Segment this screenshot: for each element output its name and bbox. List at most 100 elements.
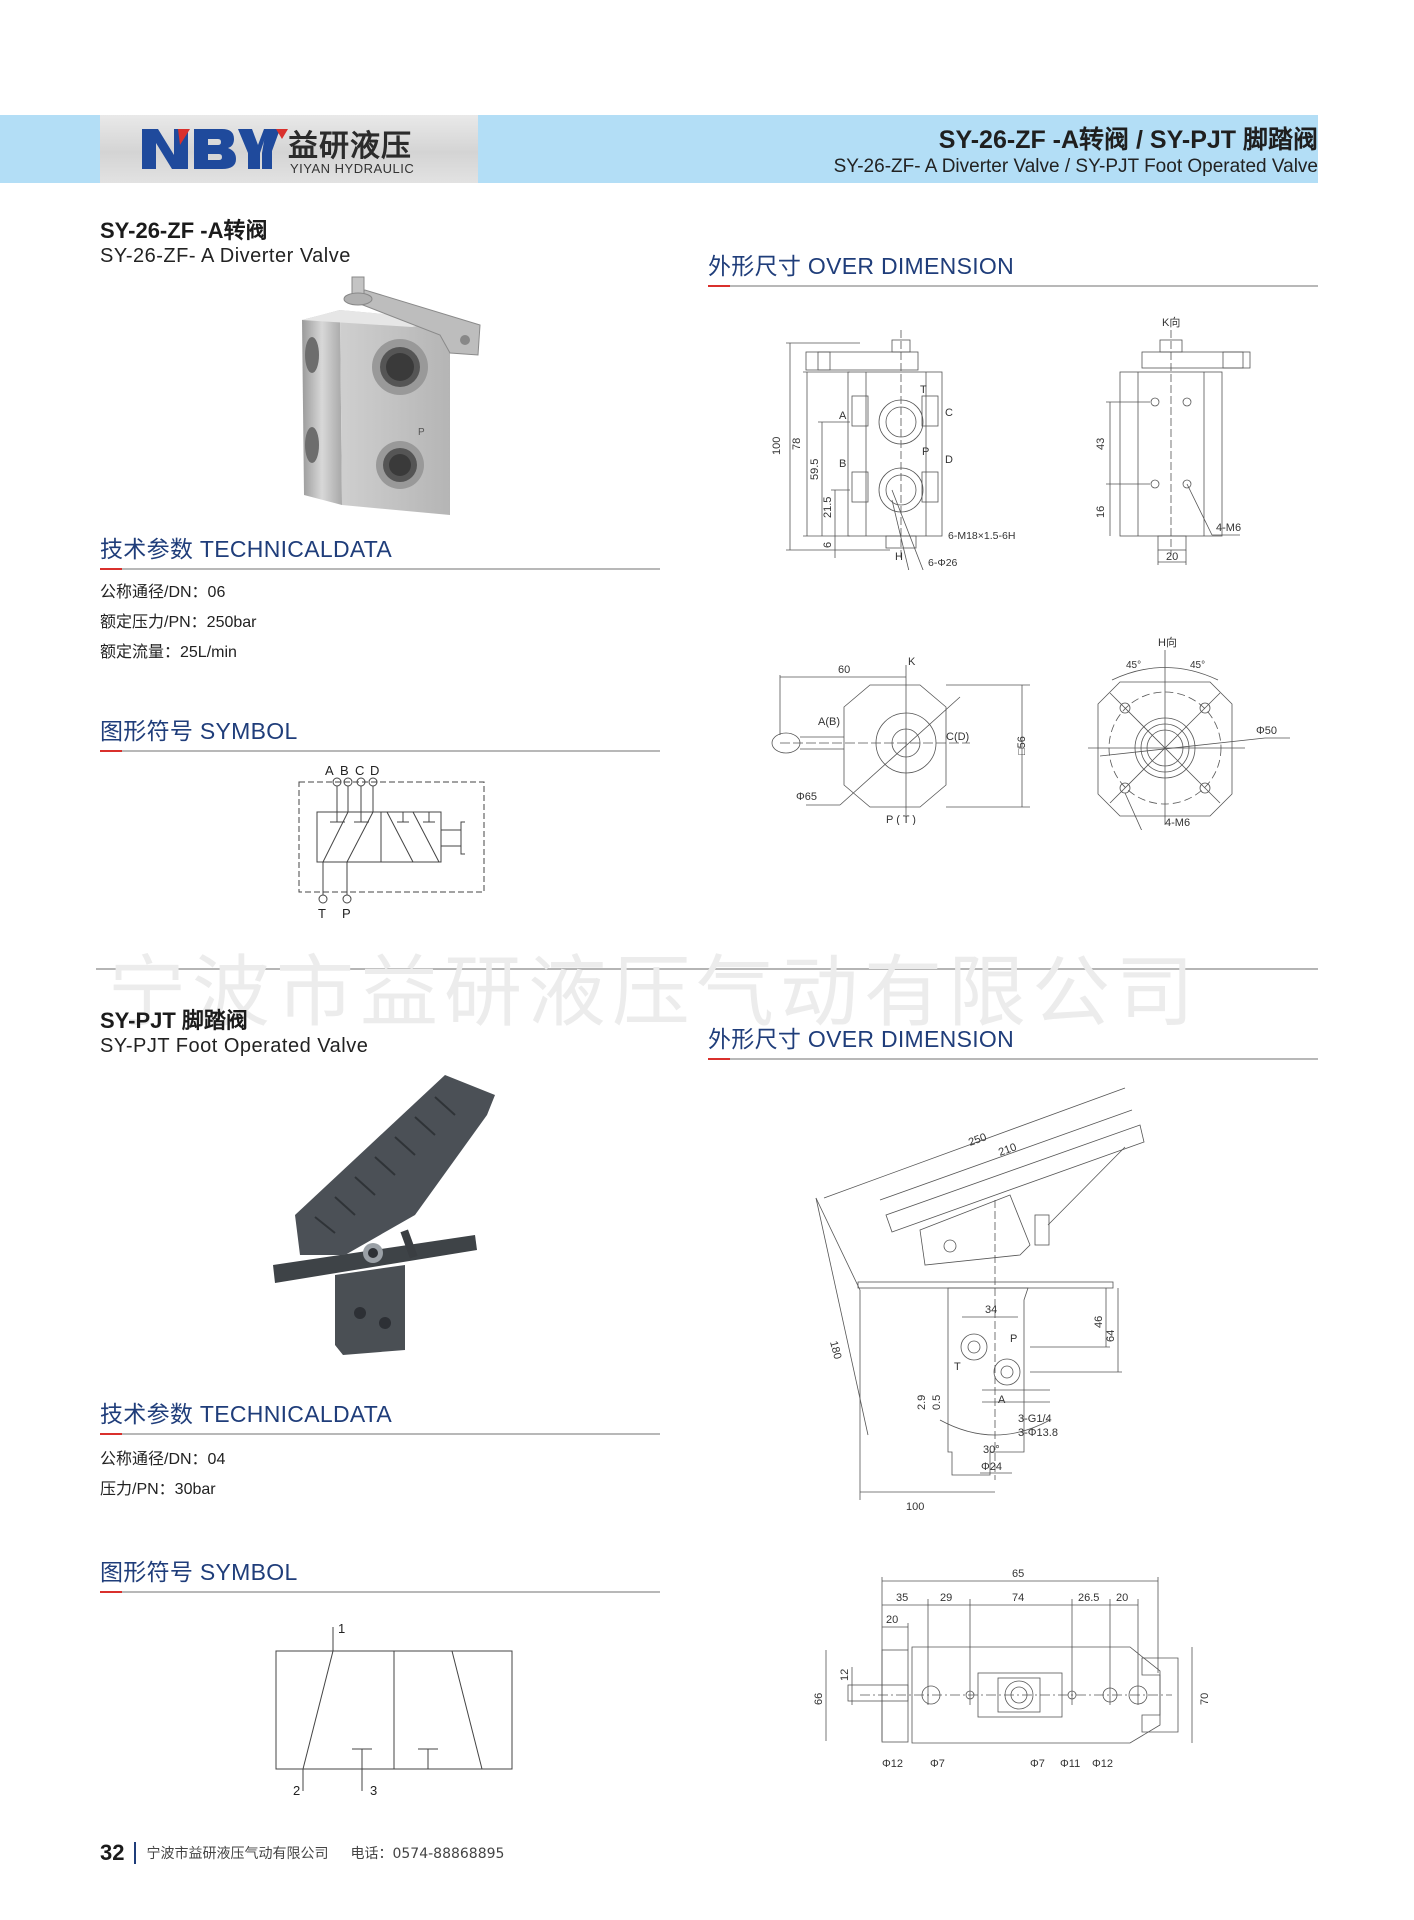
logo-english-name: YIYAN HYDRAULIC [290, 161, 415, 176]
company-logo: 益研液压 YIYAN HYDRAULIC [100, 115, 478, 183]
svg-text:Φ50: Φ50 [1256, 725, 1277, 737]
svg-text:A(B): A(B) [818, 716, 840, 728]
spec-pn: 额定压力/PN：250bar [100, 614, 257, 631]
svg-text:0.5: 0.5 [931, 1395, 943, 1410]
product1-tech-heading: 技术参数 TECHNICALDATA [100, 530, 660, 570]
page-number: 32 [100, 1840, 125, 1865]
svg-text:6-M18×1.5-6H: 6-M18×1.5-6H [948, 530, 1015, 542]
section-label: 技术参数 TECHNICALDATA [100, 536, 393, 562]
svg-text:P: P [1010, 1333, 1017, 1345]
section-rule [708, 285, 1318, 287]
diverter-bottom-view-drawing: H向 45° 45° Φ50 [1088, 635, 1290, 830]
foot-valve-hydraulic-symbol: 1 2 3 [275, 1621, 513, 1795]
svg-text:4-M6: 4-M6 [1216, 522, 1241, 534]
svg-text:Φ12: Φ12 [882, 1758, 903, 1770]
company-watermark: 宁波市益研液压气动有限公司 [108, 948, 1201, 1038]
svg-text:6-Φ26: 6-Φ26 [928, 557, 958, 569]
diverter-front-view-drawing: 100 78 59.5 21.5 6 T A C P B D H 6-M18×1… [771, 330, 1015, 570]
section-label: 图形符号 SYMBOL [100, 1559, 298, 1585]
svg-text:B: B [340, 763, 349, 778]
product1-dimension-heading: 外形尺寸 OVER DIMENSION [708, 247, 1318, 287]
svg-text:H: H [895, 551, 903, 563]
diverter-hydraulic-symbol: A B C D T P [298, 763, 485, 920]
bottom-view-callout: 4-M6 [1165, 817, 1191, 829]
product2-specs: 公称通径/DN：04 压力/PN：30bar [100, 1445, 225, 1505]
svg-text:D: D [370, 763, 379, 778]
svg-text:Φ7: Φ7 [930, 1758, 945, 1770]
product1-symbol-heading: 图形符号 SYMBOL [100, 712, 660, 752]
product2-dimension-heading: 外形尺寸 OVER DIMENSION [708, 1020, 1318, 1060]
footer-company: 宁波市益研液压气动有限公司 [146, 1846, 329, 1862]
spec-dn: 公称通径/DN：04 [100, 1451, 226, 1468]
svg-text:P: P [922, 446, 929, 458]
svg-text:250: 250 [967, 1131, 988, 1149]
svg-text:1: 1 [338, 1621, 345, 1636]
foot-valve-side-drawing: 250 210 180 34 46 64 2.9 0.5 30° Φ24 100… [815, 1087, 1145, 1513]
svg-text:T: T [318, 906, 326, 920]
section-divider [96, 968, 1318, 970]
svg-text:26.5: 26.5 [1078, 1592, 1099, 1604]
section-label: 外形尺寸 OVER DIMENSION [708, 253, 1015, 279]
page-title: SY-26-ZF -A转阀 / SY-PJT 脚踏阀 SY-26-ZF- A D… [834, 120, 1318, 178]
nbyy-logo-mark-icon [142, 129, 288, 169]
svg-text:2.9: 2.9 [916, 1395, 928, 1410]
svg-text:D: D [945, 454, 953, 466]
svg-text:21.5: 21.5 [822, 497, 834, 518]
svg-text:A: A [325, 763, 334, 778]
svg-text:Φ12: Φ12 [1092, 1758, 1113, 1770]
footer-phone: 电话：0574-88868895 [350, 1846, 505, 1862]
svg-text:70: 70 [1199, 1693, 1211, 1705]
svg-text:60: 60 [838, 664, 850, 676]
section-label: 技术参数 TECHNICALDATA [100, 1401, 393, 1427]
svg-text:45°: 45° [1126, 660, 1141, 671]
svg-text:78: 78 [791, 438, 803, 450]
svg-text:20: 20 [1166, 551, 1178, 563]
svg-text:P ( T ): P ( T ) [886, 814, 916, 825]
svg-text:100: 100 [906, 1501, 924, 1513]
diverter-top-view-drawing: 60 □56 K A(B) C(D) Φ65 P ( T ) [771, 656, 1030, 825]
section-label: 外形尺寸 OVER DIMENSION [708, 1026, 1015, 1052]
svg-text:46: 46 [1093, 1316, 1105, 1328]
svg-text:210: 210 [997, 1141, 1018, 1159]
product1-specs: 公称通径/DN：06 额定压力/PN：250bar 额定流量：25L/min [100, 578, 257, 668]
diverter-side-view-drawing: K向 43 16 20 4-M6 [1095, 315, 1251, 565]
section-rule [100, 1433, 660, 1435]
section-label: 图形符号 SYMBOL [100, 718, 298, 744]
section-rule [100, 568, 660, 570]
product2-title-en: SY-PJT Foot Operated Valve [100, 1035, 369, 1057]
footer-divider [134, 1842, 137, 1864]
svg-text:Φ7: Φ7 [1030, 1758, 1045, 1770]
svg-text:T: T [954, 1361, 961, 1373]
foot-valve-plan-drawing: 65 35 29 74 26.5 20 20 66 12 70 Φ12 Φ7 Φ… [813, 1568, 1211, 1770]
svg-text:2: 2 [293, 1783, 300, 1795]
svg-text:180: 180 [827, 1340, 843, 1361]
svg-text:43: 43 [1095, 438, 1107, 450]
svg-text:K向: K向 [1162, 315, 1180, 329]
svg-text:C: C [355, 763, 364, 778]
svg-text:20: 20 [886, 1614, 898, 1626]
svg-text:P: P [418, 427, 425, 438]
svg-text:Φ11: Φ11 [1060, 1758, 1080, 1770]
svg-text:B: B [839, 458, 846, 470]
svg-text:100: 100 [771, 437, 783, 455]
svg-text:K: K [908, 656, 916, 668]
svg-text:3: 3 [370, 1783, 377, 1795]
section-rule [100, 1591, 660, 1593]
svg-text:16: 16 [1095, 506, 1107, 518]
svg-text:66: 66 [813, 1693, 825, 1705]
svg-text:64: 64 [1105, 1330, 1117, 1342]
svg-text:H向: H向 [1158, 635, 1177, 649]
section-rule [708, 1058, 1318, 1060]
svg-text:30°: 30° [983, 1444, 1000, 1456]
product1-title-cn: SY-26-ZF -A转阀 [100, 218, 268, 243]
section-rule [100, 750, 660, 752]
product2-title-cn: SY-PJT 脚踏阀 [100, 1008, 248, 1033]
page-title-en: SY-26-ZF- A Diverter Valve / SY-PJT Foot… [833, 156, 1318, 177]
svg-text:Φ24: Φ24 [981, 1461, 1002, 1473]
svg-text:59.5: 59.5 [809, 459, 821, 480]
svg-text:3-Φ13.8: 3-Φ13.8 [1018, 1427, 1058, 1439]
product1-title-en: SY-26-ZF- A Diverter Valve [100, 245, 351, 267]
svg-text:□56: □56 [1016, 736, 1028, 755]
page-footer: 32 宁波市益研液压气动有限公司 电话：0574-88868895 [100, 1840, 504, 1866]
product2-title: SY-PJT 脚踏阀 SY-PJT Foot Operated Valve [100, 1003, 368, 1058]
